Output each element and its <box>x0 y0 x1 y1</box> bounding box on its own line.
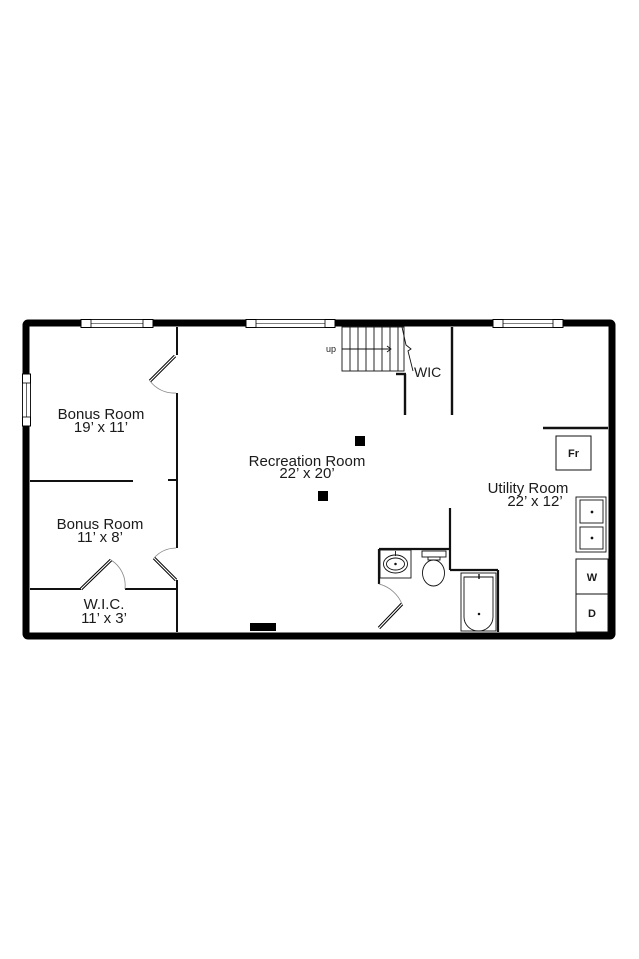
wic-closet-label: WIC <box>414 364 441 380</box>
bathroom-sink <box>379 549 412 579</box>
room-label-bonus-room-2: Bonus Room 11’ x 8’ <box>57 516 144 546</box>
room-name: Recreation Room <box>249 453 366 470</box>
washer-label: W <box>587 572 598 584</box>
door-bonus-room-1 <box>148 354 177 394</box>
room-dimensions: 19’ x 11’ <box>74 419 128 436</box>
laundry-sink <box>575 496 607 553</box>
stairs-up-label: up <box>326 344 336 354</box>
support-column <box>355 436 365 446</box>
room-dimensions: 22’ x 12’ <box>507 493 562 510</box>
room-dimensions: 11’ x 8’ <box>77 529 123 546</box>
furnace-label: Fr <box>568 448 580 460</box>
room-dimensions: 22’ x 20’ <box>279 465 334 482</box>
interior-walls <box>30 327 608 632</box>
room-label-recreation-room: Recreation Room 22’ x 20’ <box>249 453 366 482</box>
toilet <box>421 550 447 587</box>
support-column <box>318 491 328 501</box>
room-name: Bonus Room <box>57 516 144 533</box>
room-label-bonus-room-1: Bonus Room 19’ x 11’ <box>58 406 145 436</box>
door-bathroom <box>377 583 404 630</box>
room-label-utility-room: Utility Room 22’ x 12’ <box>488 480 569 510</box>
door-wic-left <box>79 558 126 591</box>
window-top-right <box>492 319 564 328</box>
bathtub <box>460 572 497 632</box>
window-left <box>22 373 31 427</box>
washer: W <box>575 558 609 595</box>
bottom-wall-block <box>250 623 276 631</box>
staircase <box>341 326 414 372</box>
window-top-center <box>245 319 336 328</box>
room-dimensions: 11’ x 3’ <box>81 610 127 627</box>
room-name: Bonus Room <box>58 406 145 423</box>
door-bonus-room-2 <box>152 547 178 582</box>
furnace: Fr <box>555 435 592 471</box>
window-top-left <box>80 319 154 328</box>
dryer: D <box>575 593 609 633</box>
room-name: Utility Room <box>488 480 569 497</box>
room-name: W.I.C. <box>84 596 125 613</box>
room-label-wic: W.I.C. 11’ x 3’ <box>81 596 127 627</box>
dryer-label: D <box>588 608 596 620</box>
